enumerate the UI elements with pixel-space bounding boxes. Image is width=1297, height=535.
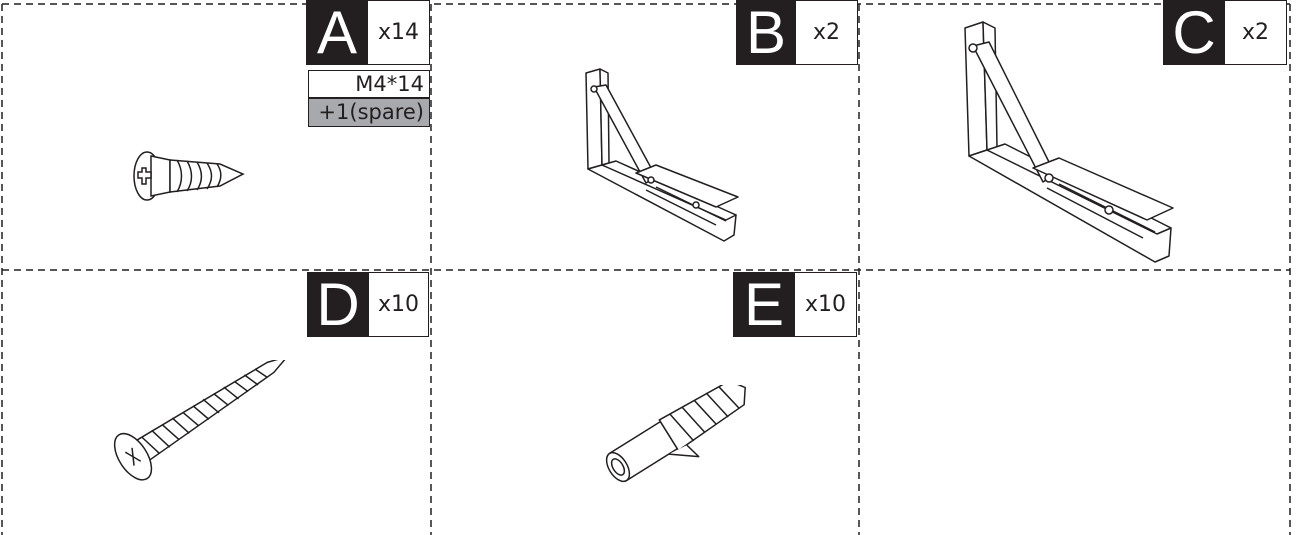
part-quantity: x14: [368, 0, 430, 65]
part-quantity: x2: [1225, 0, 1287, 65]
part-label-d: D x10: [307, 272, 429, 337]
part-label-b: B x2: [736, 0, 858, 65]
part-label-c: C x2: [1163, 0, 1287, 65]
part-letter: B: [736, 0, 796, 65]
small-bracket-icon: [585, 68, 739, 242]
part-quantity: x10: [369, 272, 429, 337]
wall-anchor-icon: [605, 385, 746, 483]
part-label-a: A x14: [306, 0, 430, 65]
part-cell-e: E x10: [431, 270, 859, 535]
part-quantity: x2: [796, 0, 858, 65]
long-screw-icon: [113, 360, 289, 481]
part-cell-b: B x2: [431, 0, 859, 270]
spare-count: +1(spare): [308, 98, 430, 127]
part-quantity: x10: [795, 272, 857, 337]
part-cell-a: A x14 M4*14 +1(spare): [0, 0, 431, 270]
part-cell-d: D x10: [0, 270, 431, 535]
part-letter: E: [733, 272, 795, 337]
part-letter: C: [1163, 0, 1225, 65]
part-letter: D: [307, 272, 369, 337]
large-bracket-icon: [964, 21, 1174, 263]
part-label-e: E x10: [733, 272, 857, 337]
screw-size: M4*14: [308, 70, 430, 98]
short-screw-icon: [133, 151, 245, 201]
part-cell-c: C x2: [859, 0, 1290, 270]
part-letter: A: [306, 0, 368, 65]
